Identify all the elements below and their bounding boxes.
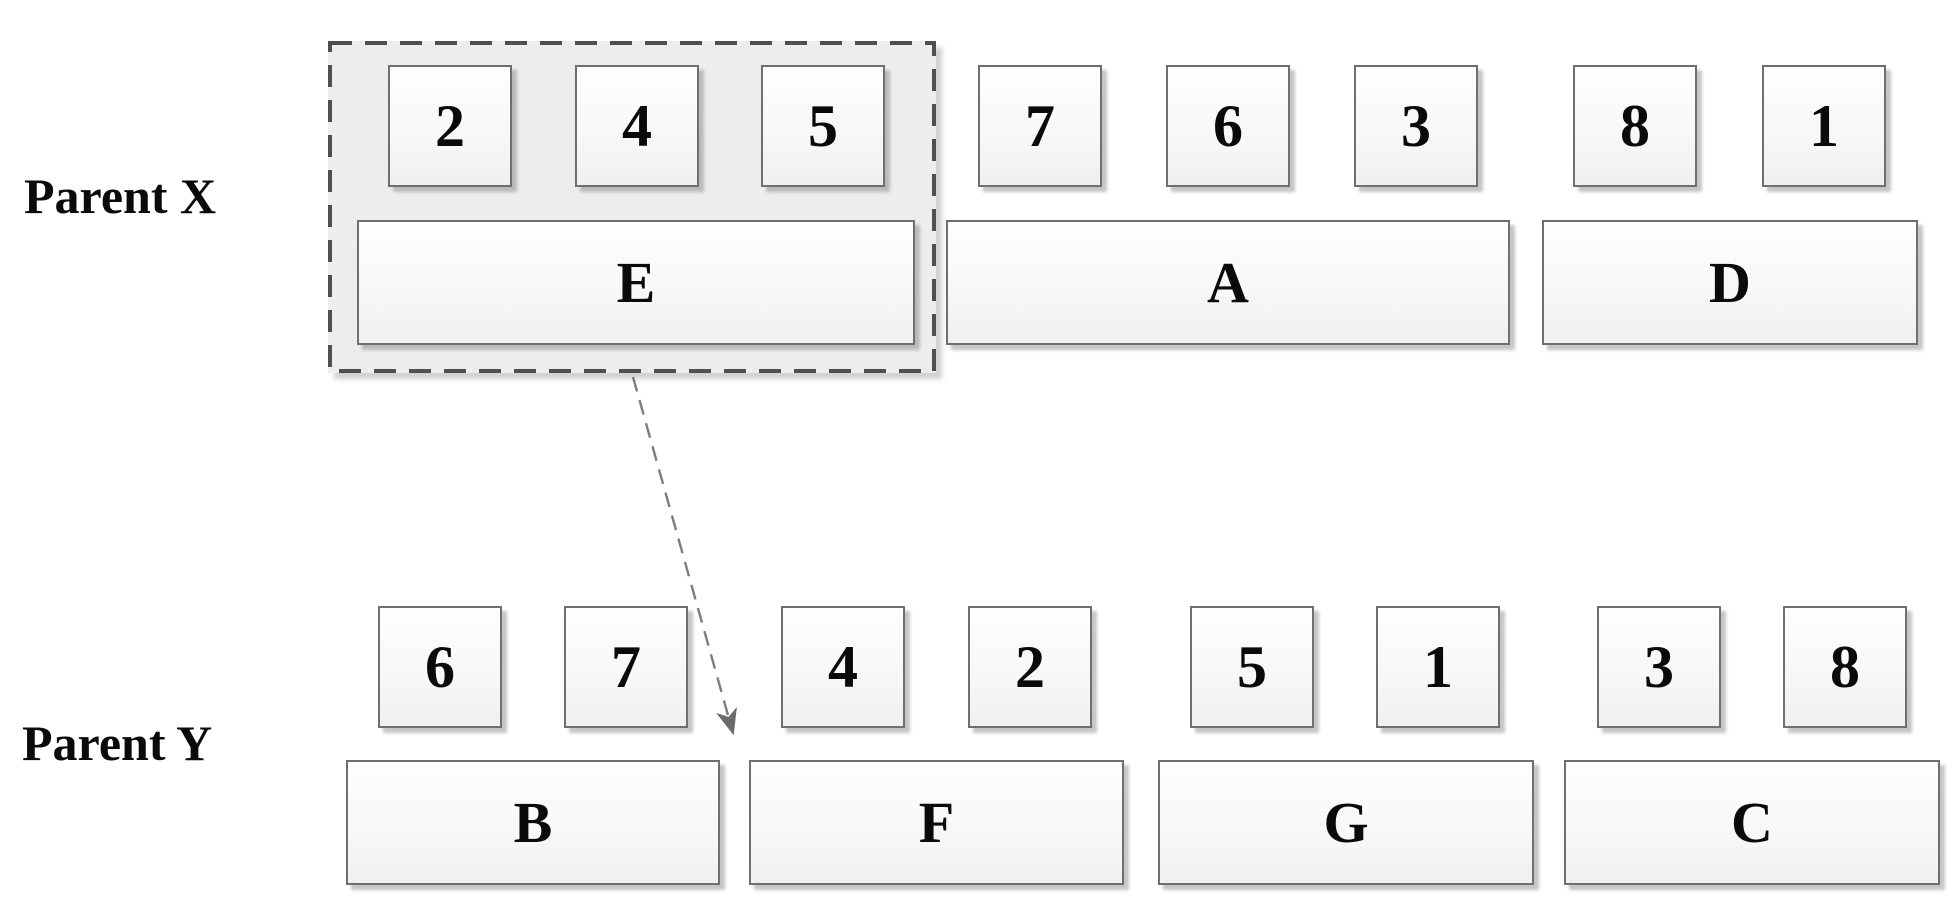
gene-box: 7 bbox=[978, 65, 1102, 187]
group-box-b: B bbox=[346, 760, 720, 885]
gene-box: 5 bbox=[761, 65, 885, 187]
gene-box: 8 bbox=[1573, 65, 1697, 187]
gene-box: 7 bbox=[564, 606, 688, 728]
gene-box: 6 bbox=[378, 606, 502, 728]
group-box-c: C bbox=[1564, 760, 1940, 885]
gene-box: 5 bbox=[1190, 606, 1314, 728]
gene-box: 8 bbox=[1783, 606, 1907, 728]
group-box-d: D bbox=[1542, 220, 1918, 345]
group-box-a: A bbox=[946, 220, 1510, 345]
group-box-g: G bbox=[1158, 760, 1534, 885]
gene-box: 1 bbox=[1762, 65, 1886, 187]
gene-box: 4 bbox=[781, 606, 905, 728]
parent-x-label: Parent X bbox=[24, 168, 217, 224]
gene-box: 4 bbox=[575, 65, 699, 187]
gene-box: 3 bbox=[1354, 65, 1478, 187]
parent-y-label: Parent Y bbox=[22, 715, 213, 771]
selection-dashed-border bbox=[328, 41, 936, 373]
gene-box: 2 bbox=[968, 606, 1092, 728]
group-box-e: E bbox=[357, 220, 915, 345]
gene-box: 2 bbox=[388, 65, 512, 187]
gene-box: 1 bbox=[1376, 606, 1500, 728]
gene-box: 6 bbox=[1166, 65, 1290, 187]
gene-box: 3 bbox=[1597, 606, 1721, 728]
group-box-f: F bbox=[749, 760, 1124, 885]
